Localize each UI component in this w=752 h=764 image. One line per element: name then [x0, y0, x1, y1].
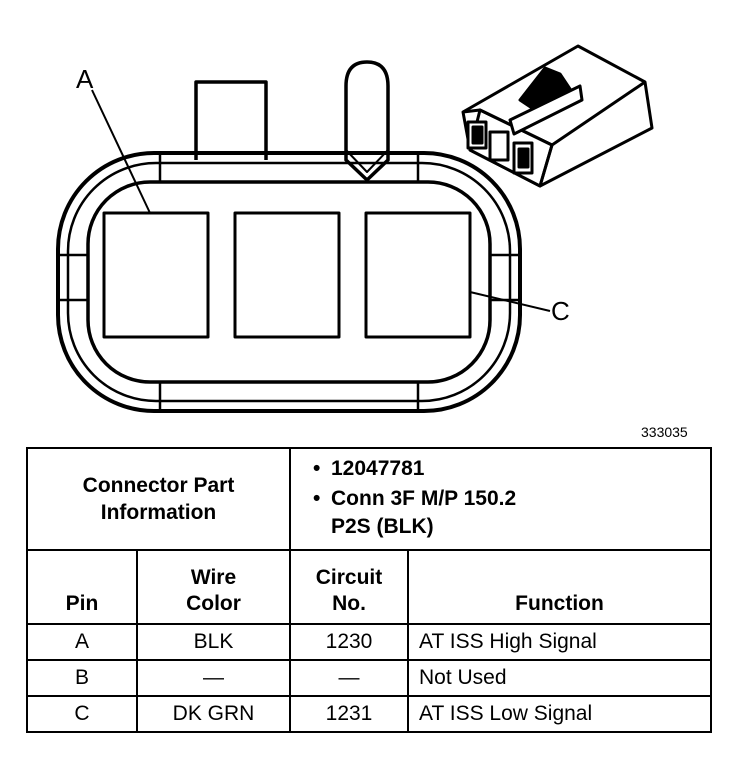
function-cell: Not Used: [406, 659, 713, 697]
connector-cavity: [86, 180, 492, 384]
connector-pin-table: Connector Part Information 12047781 Conn…: [26, 447, 713, 733]
figure-id: 333035: [641, 424, 688, 440]
column-header-row: Pin Wire Color Circuit No. Function: [26, 549, 713, 625]
wire-color-cell: DK GRN: [136, 695, 291, 733]
pin-b-cavity: [233, 211, 341, 339]
connector-thumbnail: [461, 44, 654, 188]
wire-color-cell: BLK: [136, 623, 291, 661]
circuit-header: Circuit No.: [289, 549, 409, 625]
part-number: 12047781: [313, 455, 710, 483]
part-info-row: Connector Part Information 12047781 Conn…: [26, 447, 713, 551]
callout-a-leader: [91, 89, 151, 214]
table-row: B — — Not Used: [26, 659, 713, 697]
connector-description: Conn 3F M/P 150.2 P2S (BLK): [313, 485, 710, 541]
callout-c-leader: [469, 291, 551, 312]
wire-color-header: Wire Color: [136, 549, 291, 625]
connector-key: [344, 60, 390, 182]
pin-header: Pin: [26, 549, 138, 625]
function-cell: AT ISS High Signal: [406, 623, 713, 661]
pin-cell: A: [26, 623, 138, 661]
part-info-details: 12047781 Conn 3F M/P 150.2 P2S (BLK): [288, 447, 713, 551]
connector-housing-inner: [66, 161, 512, 403]
circuit-cell: 1230: [289, 623, 409, 661]
function-cell: AT ISS Low Signal: [406, 695, 713, 733]
circuit-cell: 1231: [289, 695, 409, 733]
connector-diagram: [56, 44, 654, 413]
callout-a-label: A: [76, 64, 94, 94]
function-header: Function: [406, 549, 713, 625]
pin-a-cavity: [102, 211, 210, 339]
connector-housing-outer: [56, 151, 522, 413]
pin-c-cavity: [364, 211, 472, 339]
circuit-cell: —: [289, 659, 409, 697]
connector-lock-tab: [194, 80, 268, 160]
pin-cell: C: [26, 695, 138, 733]
pin-cell: B: [26, 659, 138, 697]
table-row: A BLK 1230 AT ISS High Signal: [26, 623, 713, 661]
wire-color-cell: —: [136, 659, 291, 697]
callout-c-label: C: [551, 296, 570, 326]
part-info-label: Connector Part Information: [26, 447, 291, 551]
table-row: C DK GRN 1231 AT ISS Low Signal: [26, 695, 713, 733]
part-info-label-text: Connector Part Information: [82, 474, 235, 524]
